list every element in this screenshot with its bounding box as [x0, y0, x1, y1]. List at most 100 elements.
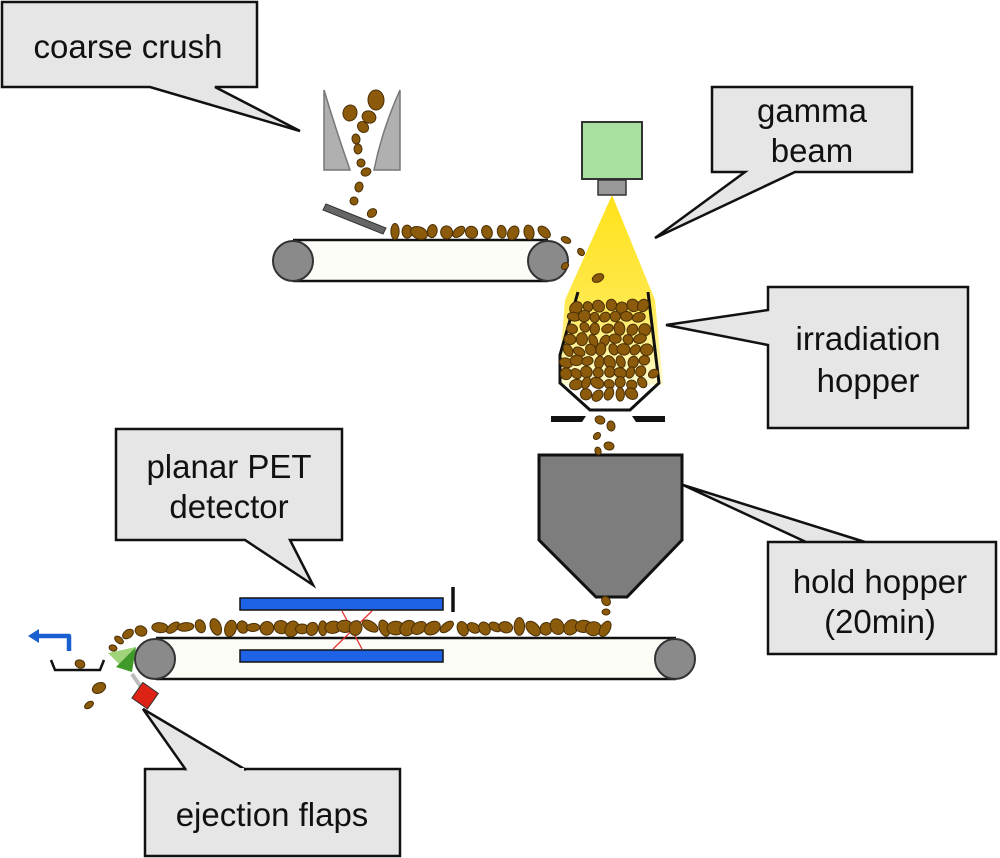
ore-rock — [606, 420, 616, 432]
ore-rock — [638, 354, 651, 366]
ore-rock — [498, 621, 514, 634]
upper-roller-right — [527, 240, 569, 282]
ore-rock — [525, 620, 541, 637]
ore-rock — [361, 110, 377, 124]
callout-coarse-crush-text: coarse crush — [34, 28, 223, 65]
ore-rock — [464, 225, 479, 239]
ore-rock — [605, 298, 618, 312]
ore-rock — [609, 310, 621, 323]
callout-irradiation-hopper-line2: hopper — [817, 362, 920, 399]
ore-rock — [584, 343, 597, 356]
ore-rock — [259, 620, 275, 636]
callout-gamma-beam-line2: beam — [771, 132, 854, 169]
ore-rock — [560, 262, 570, 270]
ore-rock — [356, 158, 366, 168]
ore-rock — [637, 376, 648, 389]
ore-rock — [580, 365, 593, 379]
callout-gamma-beam: gamma beam — [654, 85, 914, 240]
ore-rock — [351, 133, 361, 145]
callout-planar-pet-line2: detector — [169, 488, 288, 525]
ore-rock — [549, 618, 565, 636]
ore-rock — [589, 322, 601, 336]
ore-rock — [592, 299, 605, 313]
upper-roller-left — [272, 240, 314, 282]
ore-rock — [566, 323, 578, 335]
ore-rock — [577, 247, 585, 257]
irradiation-hopper — [551, 291, 665, 422]
ore-rock — [390, 222, 400, 240]
ore-rock — [620, 310, 633, 322]
ore-rock — [84, 700, 94, 710]
ore-rock — [631, 312, 646, 323]
ore-rock — [354, 181, 364, 193]
ore-rock — [591, 273, 605, 283]
flap-dark — [116, 647, 136, 672]
ore-rock — [426, 224, 438, 239]
callout-coarse-crush: coarse crush — [0, 0, 301, 133]
ore-rock — [595, 342, 607, 357]
ore-rock — [563, 619, 580, 636]
ore-rock — [108, 644, 118, 652]
ore-rock — [367, 89, 385, 111]
ore-rock — [591, 389, 604, 402]
ore-rock — [496, 224, 507, 239]
ore-rock — [592, 431, 602, 441]
ore-rock — [601, 323, 614, 334]
crusher-jaws — [323, 89, 401, 171]
ore-rock — [410, 225, 429, 240]
ore-rock — [625, 366, 636, 379]
ore-rock — [122, 628, 134, 640]
ore-rock — [439, 620, 454, 634]
pet-plate-top — [239, 597, 444, 611]
actuator — [131, 681, 160, 710]
ore-rock — [513, 617, 526, 636]
callout-planar-pet-line1: planar PET — [146, 448, 311, 485]
ore-rock — [348, 620, 363, 636]
hold-hopper — [537, 453, 684, 599]
lower-roller-right — [654, 638, 696, 680]
callout-hold-hopper-line1: hold hopper — [793, 563, 967, 600]
callout-hold-hopper: hold hopper (20min) — [682, 483, 998, 656]
ore-rock — [560, 236, 572, 244]
ore-rock — [639, 343, 654, 356]
ore-rock — [575, 332, 589, 347]
ore-rock — [342, 104, 358, 122]
ore-rock — [577, 309, 591, 323]
ore-rock — [594, 415, 606, 425]
ore-rock — [114, 635, 124, 645]
callout-planar-pet-detector: planar PET detector — [114, 427, 344, 589]
ore-rock — [603, 441, 615, 451]
ore-rock — [523, 224, 535, 241]
ore-rock — [224, 619, 237, 638]
pet-plate-bottom — [239, 649, 444, 663]
ore-rock — [410, 620, 427, 635]
ore-rock — [590, 376, 605, 389]
callout-hold-hopper-line2: (20min) — [824, 603, 936, 640]
ore-rock — [356, 120, 370, 134]
ore-rock — [582, 301, 594, 313]
ore-rock — [91, 681, 107, 695]
ore-rock — [349, 196, 359, 206]
planar-pet-detector — [239, 587, 455, 663]
ore-rock — [579, 321, 590, 333]
ore-rock — [366, 208, 378, 218]
lower-roller-left — [134, 638, 176, 680]
ore-rock — [360, 167, 372, 177]
ore-rock — [647, 368, 660, 379]
ore-rock — [615, 387, 625, 402]
ore-rock — [570, 368, 582, 380]
ore-rock — [151, 622, 169, 634]
ore-rock — [481, 224, 493, 240]
ore-rock — [613, 321, 626, 336]
ore-rock — [599, 311, 611, 323]
ore-rock — [637, 298, 650, 313]
ore-rock — [603, 386, 615, 401]
callout-ejection-flaps-text: ejection flaps — [176, 796, 369, 833]
ore-rock — [440, 225, 454, 240]
ore-rock — [629, 344, 641, 356]
ore-rock — [452, 225, 466, 239]
ore-particles — [74, 89, 660, 710]
ore-rock — [539, 622, 553, 636]
ore-rock — [594, 446, 602, 456]
